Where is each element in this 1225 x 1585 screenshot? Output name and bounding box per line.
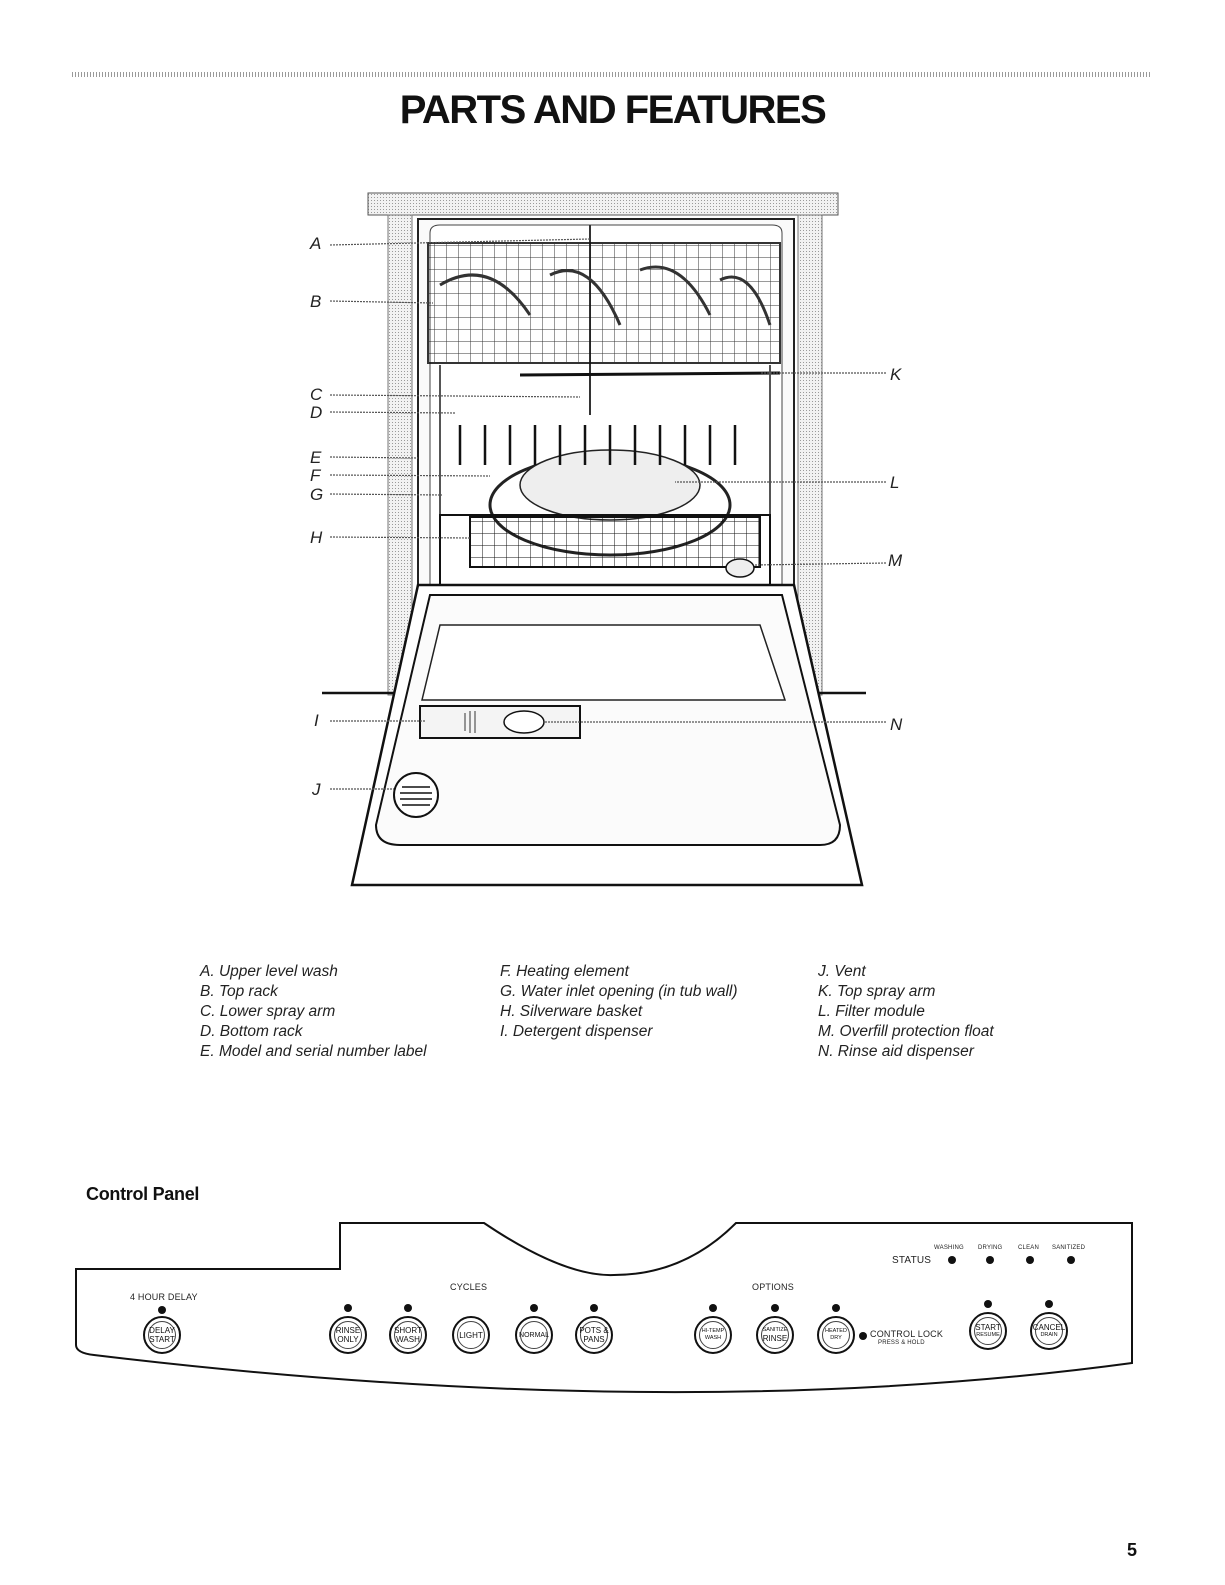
pots-pans-indicator (590, 1304, 598, 1312)
button-label: WASH (396, 1335, 420, 1344)
status-washing: WASHING (934, 1245, 964, 1251)
light-button[interactable]: LIGHT (452, 1316, 490, 1354)
legend-item: N. Rinse aid dispenser (818, 1043, 974, 1060)
delay-start-button[interactable]: DELAY START (143, 1316, 181, 1354)
callout-b: B (310, 292, 322, 311)
status-sanitized: SANITIZED (1052, 1245, 1086, 1251)
sanitize-rinse-button[interactable]: SANITIZE RINSE (756, 1316, 794, 1354)
normal-button[interactable]: NORMAL (515, 1316, 553, 1354)
legend-column-2: F. Heating element G. Water inlet openin… (500, 962, 738, 1042)
delay-label: 4 HOUR DELAY (130, 1292, 198, 1302)
callout-h: H (310, 528, 323, 547)
status-clean: CLEAN (1018, 1245, 1040, 1251)
button-label: POTS & (579, 1326, 609, 1335)
button-label: SANITIZE (762, 1327, 788, 1333)
callout-n: N (890, 715, 903, 734)
callout-c: C (310, 385, 323, 404)
heated-dry-button[interactable]: HEATED DRY (817, 1316, 855, 1354)
button-label: WASH (704, 1335, 722, 1341)
callout-k: K (890, 365, 902, 384)
legend-item: M. Overfill protection float (818, 1023, 994, 1040)
short-wash-button[interactable]: SHORT WASH (389, 1316, 427, 1354)
options-label: OPTIONS (752, 1282, 794, 1292)
legend-item: J. Vent (818, 963, 866, 980)
status-washing-light (948, 1256, 956, 1264)
legend-item: L. Filter module (818, 1003, 925, 1020)
status-drying-light (986, 1256, 994, 1264)
page-title: PARTS AND FEATURES (399, 88, 827, 132)
button-label: SHORT (394, 1326, 422, 1335)
button-label: START (149, 1335, 175, 1344)
button-label: DRAIN (1040, 1332, 1058, 1338)
delay-indicator (158, 1306, 166, 1314)
legend-item: I. Detergent dispenser (500, 1023, 653, 1040)
cancel-drain-button[interactable]: CANCEL DRAIN (1030, 1312, 1068, 1350)
callout-l: L (890, 473, 900, 492)
hi-temp-wash-button[interactable]: HI-TEMP WASH (694, 1316, 732, 1354)
control-lock-label: CONTROL LOCK (870, 1329, 944, 1339)
legend-item: F. Heating element (500, 963, 629, 980)
button-label: DELAY (149, 1326, 175, 1335)
cabinet-left (387, 214, 413, 696)
top-rule (72, 72, 1152, 77)
control-lock-light (859, 1332, 867, 1340)
legend-item: G. Water inlet opening (in tub wall) (500, 983, 738, 1000)
callout-i: I (314, 711, 319, 730)
control-panel-heading: Control Panel (86, 1184, 200, 1204)
rinse-only-indicator (344, 1304, 352, 1312)
button-label: ONLY (337, 1335, 359, 1344)
countertop (367, 192, 839, 216)
status-drying: DRYING (978, 1245, 1003, 1251)
pots-pans-button[interactable]: POTS & PANS (575, 1316, 613, 1354)
legend-item: B. Top rack (200, 983, 278, 1000)
sanitize-indicator (771, 1304, 779, 1312)
rinse-only-button[interactable]: RINSE ONLY (329, 1316, 367, 1354)
legend-column-1: A. Upper level wash B. Top rack C. Lower… (200, 962, 427, 1062)
short-wash-indicator (404, 1304, 412, 1312)
legend-item: E. Model and serial number label (200, 1043, 427, 1060)
button-label: HEATED (825, 1328, 847, 1334)
button-label: HI-TEMP (701, 1328, 725, 1334)
button-label: PANS (583, 1335, 605, 1344)
heated-dry-indicator (832, 1304, 840, 1312)
legend-item: K. Top spray arm (818, 983, 936, 1000)
legend-column-3: J. Vent K. Top spray arm L. Filter modul… (818, 962, 994, 1062)
button-label: DRY (830, 1335, 842, 1341)
dishwasher-illustration (322, 192, 887, 887)
callout-j: J (312, 780, 321, 799)
legend-item: D. Bottom rack (200, 1023, 303, 1040)
hi-temp-indicator (709, 1304, 717, 1312)
callout-d: D (310, 403, 323, 422)
button-label: CANCEL (1032, 1323, 1066, 1332)
status-label: STATUS (892, 1255, 932, 1266)
button-label: START (975, 1323, 1001, 1332)
button-label: RINSE (335, 1326, 361, 1335)
status-clean-light (1026, 1256, 1034, 1264)
top-rack (427, 242, 781, 364)
cancel-indicator (1045, 1300, 1053, 1308)
callout-g: G (310, 485, 324, 504)
status-sanitized-light (1067, 1256, 1075, 1264)
callout-a: A (310, 234, 322, 253)
callout-f: F (310, 466, 321, 485)
vent (393, 772, 439, 818)
detergent-dispenser (419, 705, 581, 739)
button-label: RINSE (762, 1334, 788, 1343)
page-number: 5 (1127, 1540, 1138, 1560)
normal-indicator (530, 1304, 538, 1312)
start-indicator (984, 1300, 992, 1308)
button-label: RESUME (976, 1332, 1000, 1338)
callout-m: M (888, 551, 903, 570)
callout-e: E (310, 448, 322, 467)
button-label: NORMAL (519, 1331, 549, 1339)
legend-item: C. Lower spray arm (200, 1003, 336, 1020)
start-resume-button[interactable]: START RESUME (969, 1312, 1007, 1350)
cycles-label: CYCLES (450, 1282, 488, 1292)
control-lock-sub-label: PRESS & HOLD (878, 1340, 925, 1346)
legend-item: H. Silverware basket (500, 1003, 643, 1020)
silverware-basket (469, 516, 761, 568)
button-label: LIGHT (459, 1330, 483, 1340)
legend-item: A. Upper level wash (200, 963, 338, 980)
